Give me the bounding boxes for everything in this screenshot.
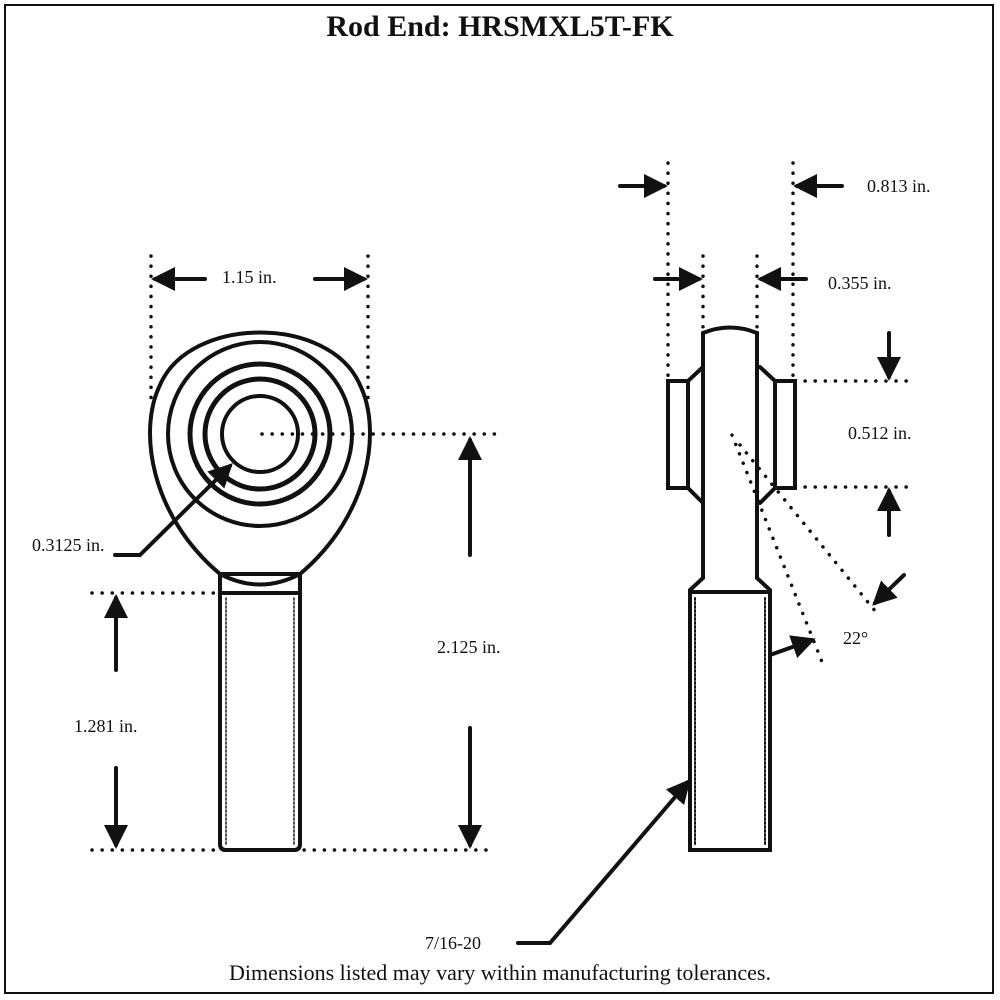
- bore-circle: [220, 394, 300, 474]
- footer-note: Dimensions listed may vary within manufa…: [229, 960, 771, 985]
- page-title: Rod End: HRSMXL5T-FK: [326, 10, 674, 43]
- ball-width-label: 0.813 in.: [867, 176, 931, 196]
- ball-flange-right: [773, 379, 797, 490]
- thread-size-label: 7/16-20: [425, 933, 481, 953]
- ball-flange-left: [666, 379, 690, 490]
- center-to-end-label: 2.125 in.: [437, 637, 501, 657]
- head-outline: [148, 330, 372, 576]
- body-thickness-label: 0.355 in.: [828, 273, 892, 293]
- head-width-label: 1.15 in.: [222, 267, 277, 287]
- side-body: [688, 325, 772, 852]
- bore-label: 0.3125 in.: [32, 535, 105, 555]
- shank: [218, 591, 302, 852]
- ball-ring-2: [187, 361, 333, 507]
- ball-ring-3: [202, 376, 318, 492]
- front-view: [148, 330, 372, 852]
- angle-label: 22°: [843, 628, 869, 648]
- drawing-frame: [4, 4, 994, 994]
- ball-height-label: 0.512 in.: [848, 423, 912, 443]
- neck: [218, 570, 302, 595]
- thread-length-label: 1.281 in.: [74, 716, 138, 736]
- side-view: [666, 325, 797, 852]
